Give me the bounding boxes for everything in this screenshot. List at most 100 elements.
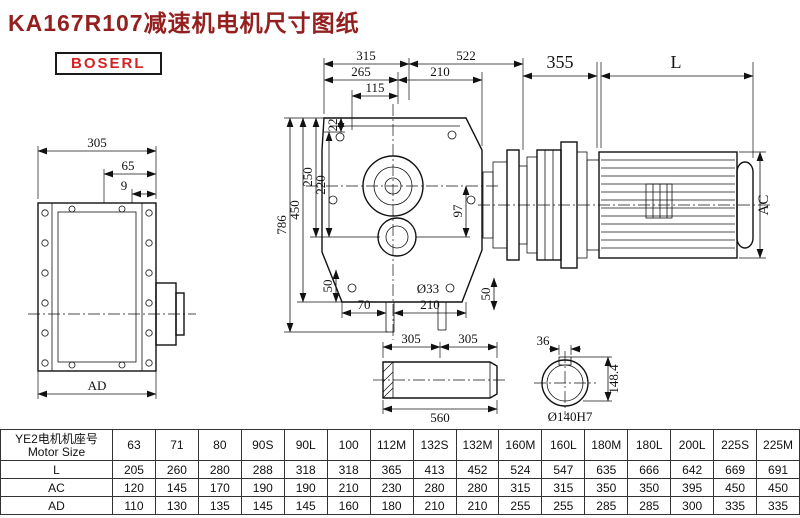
dim-front-210-top: 210 [430, 64, 450, 79]
table-cell: 100 [326, 429, 371, 461]
table-cell: 90L [283, 429, 328, 461]
table-cell: 210 [412, 496, 457, 515]
table-cell: 318 [326, 460, 371, 479]
row-label: AC [0, 478, 113, 497]
table-cell: 145 [240, 496, 285, 515]
table-cell: 280 [197, 460, 242, 479]
table-cell: 71 [154, 429, 199, 461]
dim-motor-length: L [671, 52, 682, 72]
dim-front-250: 250 [300, 167, 315, 187]
table-cell: 547 [541, 460, 586, 479]
table-cell: 170 [197, 478, 242, 497]
table-cell: 180M [584, 429, 629, 461]
table-cell: 288 [240, 460, 285, 479]
dim-front-97: 97 [450, 204, 465, 218]
motor-size-header-cn: YE2电机机座号 [15, 431, 98, 446]
dim-motor-355: 355 [547, 52, 574, 72]
dim-front-522: 522 [456, 48, 476, 63]
table-cell: 190 [283, 478, 328, 497]
motor-assembly-view: 355 L AC [478, 52, 772, 269]
dim-side-width: 305 [87, 135, 107, 150]
table-cell: 63 [112, 429, 156, 461]
table-cell: 285 [627, 496, 672, 515]
gearbox-front-view: 315 522 265 210 115 22 220 250 450 786 [274, 48, 524, 340]
table-cell: 132S [412, 429, 457, 461]
table-cell: 132M [455, 429, 500, 461]
dim-front-shaft-diameter: Ø33 [417, 281, 439, 296]
table-header-row: YE2电机机座号 Motor Size 63 71 80 90S 90L 100… [0, 429, 800, 461]
table-cell: 318 [283, 460, 328, 479]
table-cell: 200L [670, 429, 715, 461]
table-cell: 160 [326, 496, 371, 515]
table-cell: 315 [541, 478, 586, 497]
table-cell: 669 [713, 460, 758, 479]
table-cell: 90S [240, 429, 285, 461]
table-row-L: L 205 260 280 288 318 318 365 413 452 52… [0, 460, 800, 479]
table-cell: 112M [369, 429, 414, 461]
table-cell: 210 [326, 478, 371, 497]
table-cell: 635 [584, 460, 629, 479]
dim-bore-diameter: Ø140H7 [548, 409, 593, 424]
dim-shaft-305b: 305 [458, 331, 478, 346]
dim-motor-ac: AC [756, 195, 772, 216]
gearbox-side-view: 305 65 9 AD [28, 135, 196, 399]
table-cell: 80 [197, 429, 242, 461]
table-cell: 120 [112, 478, 156, 497]
dim-side-ad: AD [88, 378, 107, 393]
table-cell: 524 [498, 460, 543, 479]
dim-front-22: 22 [325, 119, 340, 132]
dim-front-786: 786 [274, 215, 289, 235]
table-cell: 365 [369, 460, 414, 479]
table-cell: 110 [112, 496, 156, 515]
table-cell: 205 [112, 460, 156, 479]
table-cell: 450 [756, 478, 800, 497]
table-cell: 210 [455, 496, 500, 515]
row-label: L [0, 460, 113, 479]
table-cell: 225S [713, 429, 758, 461]
dim-side-9: 9 [121, 178, 128, 193]
table-cell: 180L [627, 429, 672, 461]
table-cell: 130 [154, 496, 199, 515]
table-cell: 280 [455, 478, 500, 497]
table-cell: 280 [412, 478, 457, 497]
hollow-shaft-view: 305 305 560 [373, 331, 507, 425]
table-cell: 160L [541, 429, 586, 461]
table-cell: 450 [713, 478, 758, 497]
table-cell: 335 [713, 496, 758, 515]
dim-front-265: 265 [351, 64, 371, 79]
table-cell: 350 [584, 478, 629, 497]
dim-front-70: 70 [358, 297, 371, 312]
motor-size-header: YE2电机机座号 Motor Size [0, 429, 113, 461]
table-cell: 285 [584, 496, 629, 515]
dim-key-width: 36 [537, 333, 551, 348]
table-cell: 145 [154, 478, 199, 497]
table-cell: 260 [154, 460, 199, 479]
table-cell: 335 [756, 496, 800, 515]
table-cell: 315 [498, 478, 543, 497]
table-cell: 180 [369, 496, 414, 515]
dim-front-50-left: 50 [320, 280, 335, 293]
table-cell: 350 [627, 478, 672, 497]
table-cell: 452 [455, 460, 500, 479]
table-cell: 225M [756, 429, 800, 461]
row-label: AD [0, 496, 113, 515]
table-cell: 160M [498, 429, 543, 461]
table-cell: 230 [369, 478, 414, 497]
table-cell: 145 [283, 496, 328, 515]
dim-front-50-right: 50 [478, 288, 493, 301]
dim-shaft-560: 560 [430, 410, 450, 425]
brand-logo: BOSERL [55, 52, 162, 75]
table-cell: 413 [412, 460, 457, 479]
dim-front-210-bottom: 210 [420, 297, 440, 312]
motor-dimension-table: YE2电机机座号 Motor Size 63 71 80 90S 90L 100… [0, 429, 800, 515]
dim-front-220: 220 [313, 175, 328, 195]
table-row-AD: AD 110 130 135 145 145 160 180 210 210 2… [0, 496, 800, 515]
technical-drawing: 305 65 9 AD [28, 48, 772, 425]
table-row-AC: AC 120 145 170 190 190 210 230 280 280 3… [0, 478, 800, 497]
table-cell: 642 [670, 460, 715, 479]
dim-side-65: 65 [122, 158, 135, 173]
page-title: KA167R107减速机电机尺寸图纸 [8, 10, 360, 36]
table-cell: 395 [670, 478, 715, 497]
dim-shaft-305a: 305 [401, 331, 421, 346]
